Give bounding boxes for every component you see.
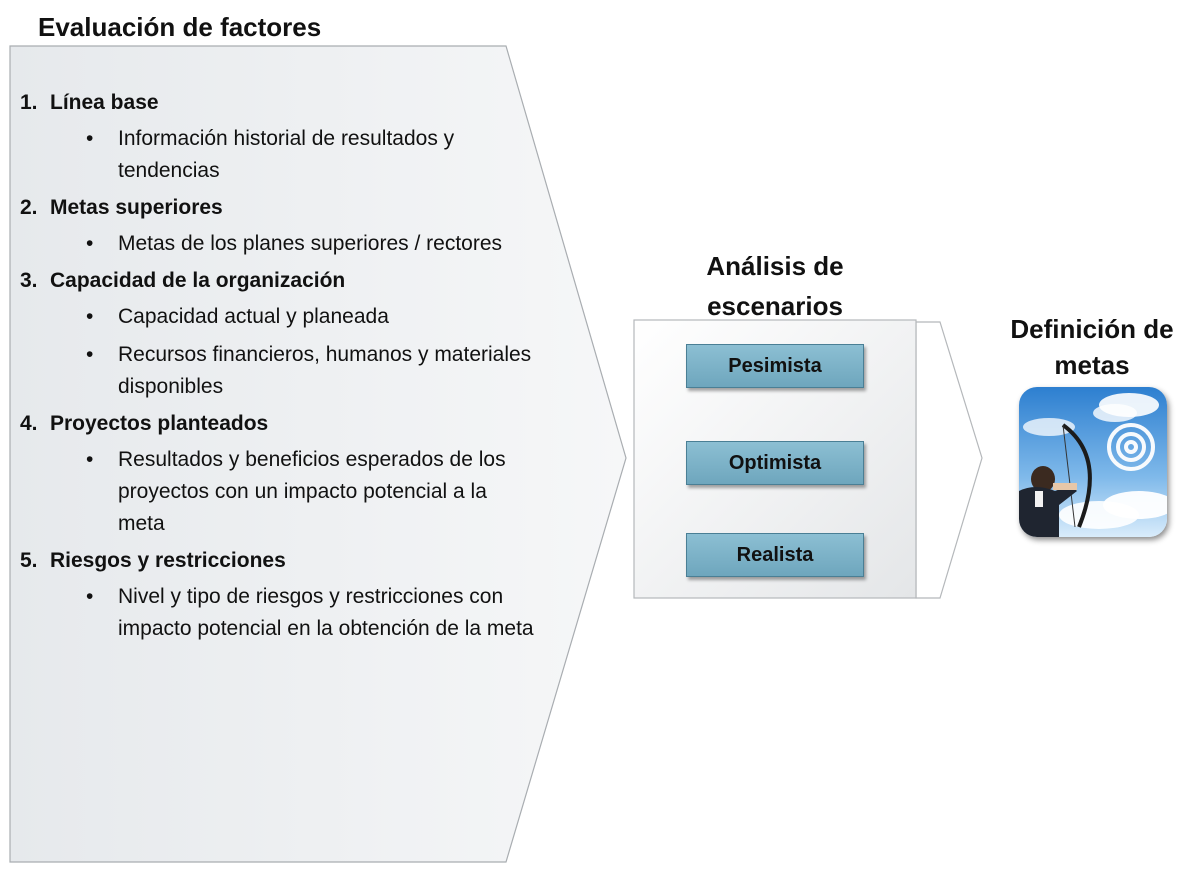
factors-chevron [9, 45, 627, 863]
scenario-pesimista: Pesimista [686, 344, 864, 388]
factor-list: 1. Línea base • Información historial de r… [20, 85, 540, 651]
bullet-icon: • [86, 343, 94, 366]
bullet-icon: • [86, 232, 94, 255]
scenario-optimista: Optimista [686, 441, 864, 485]
factor-number: 2. [20, 196, 38, 219]
bullet-icon: • [86, 448, 94, 471]
scenarios-chevron-tail [915, 321, 983, 599]
bullet-icon: • [86, 127, 94, 150]
factor-number: 1. [20, 91, 38, 114]
factor-title: Metas superiores [50, 196, 223, 219]
factor-title: Capacidad de la organización [50, 269, 346, 292]
archer-illustration [1019, 387, 1167, 537]
factor-bullet: Recursos financieros, humanos y material… [118, 343, 532, 398]
factor-number: 3. [20, 269, 38, 292]
factor-bullet: Información historial de resultados y te… [118, 127, 455, 182]
factor-bullet: Capacidad actual y planeada [118, 305, 389, 328]
factor-bullet: Resultados y beneficios esperados de los… [118, 448, 506, 535]
factor-title: Línea base [50, 91, 159, 114]
scenario-realista: Realista [686, 533, 864, 577]
scenarios-heading: Análisis de escenarios [706, 251, 844, 321]
factor-item: 4. Proyectos planteados • Resultados y ben… [20, 409, 540, 540]
factor-title: Riesgos y restricciones [50, 549, 286, 572]
factor-item: 3. Capacidad de la organización • Capacida… [20, 266, 540, 403]
factor-title: Proyectos planteados [50, 412, 269, 435]
factor-item: 1. Línea base • Información historial de r… [20, 88, 540, 187]
factor-item: 2. Metas superiores • Metas de los planes … [20, 193, 540, 260]
bullet-icon: • [86, 305, 94, 328]
factors-heading: Evaluación de factores [38, 12, 322, 42]
bullet-icon: • [86, 585, 94, 608]
factor-bullet: Nivel y tipo de riesgos y restricciones … [118, 585, 534, 640]
factor-bullet: Metas de los planes superiores / rectore… [118, 232, 503, 255]
factor-number: 4. [20, 412, 38, 435]
archer-target-icon [1019, 387, 1167, 537]
factor-number: 5. [20, 549, 38, 572]
factor-item: 5. Riesgos y restricciones • Nivel y tipo … [20, 546, 540, 645]
goals-heading: Definición de metas [1010, 314, 1174, 380]
